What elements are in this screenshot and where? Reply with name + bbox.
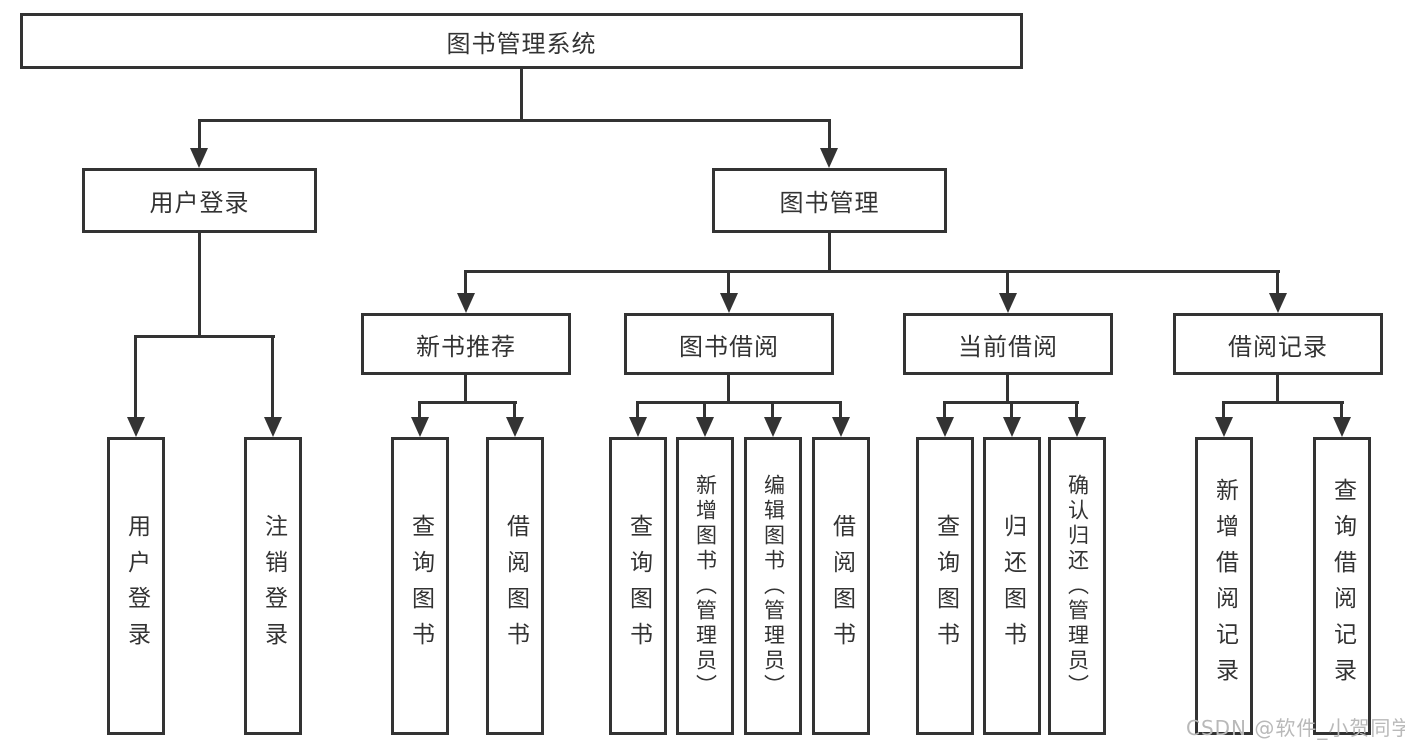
node-logout: 注销登录 — [244, 437, 302, 735]
arrowhead — [1269, 293, 1287, 313]
arrowhead — [1003, 417, 1021, 437]
connector-line — [1340, 401, 1343, 419]
connector-line — [1276, 270, 1279, 295]
connector-line — [839, 401, 842, 419]
node-borrow-books-2: 借阅图书 — [812, 437, 870, 735]
arrowhead — [629, 417, 647, 437]
connector-line — [198, 119, 831, 122]
node-query-books-2: 查询图书 — [609, 437, 667, 735]
connector-line — [134, 335, 137, 419]
connector-line — [1006, 270, 1009, 295]
arrowhead — [264, 417, 282, 437]
connector-line — [636, 401, 639, 419]
connector-line — [418, 401, 517, 404]
connector-line — [636, 401, 842, 404]
arrowhead — [820, 148, 838, 168]
connector-line — [727, 375, 730, 404]
node-confirm-return-admin: 确认归还（管理员） — [1048, 437, 1106, 735]
connector-line — [771, 401, 774, 419]
node-library-management-system: 图书管理系统 — [20, 13, 1023, 69]
arrowhead — [999, 293, 1017, 313]
connector-line — [520, 69, 523, 122]
arrowhead — [411, 417, 429, 437]
connector-line — [1010, 401, 1013, 419]
connector-line — [464, 270, 467, 295]
arrowhead — [506, 417, 524, 437]
connector-line — [943, 401, 946, 419]
connector-line — [464, 270, 1280, 273]
csdn-watermark: CSDN @软件_小贺同学 — [1186, 716, 1405, 740]
node-return-books: 归还图书 — [983, 437, 1041, 735]
node-user-login-group: 用户登录 — [82, 168, 317, 233]
arrowhead — [832, 417, 850, 437]
node-book-management: 图书管理 — [712, 168, 947, 233]
node-borrow-records: 借阅记录 — [1173, 313, 1383, 375]
connector-line — [828, 233, 831, 273]
node-borrow-books-1: 借阅图书 — [486, 437, 544, 735]
connector-line — [418, 401, 421, 419]
arrowhead — [936, 417, 954, 437]
connector-line — [1222, 401, 1225, 419]
node-add-borrow-record: 新增借阅记录 — [1195, 437, 1253, 735]
connector-line — [1276, 375, 1279, 404]
connector-line — [703, 401, 706, 419]
connector-line — [1075, 401, 1078, 419]
node-query-books-1: 查询图书 — [391, 437, 449, 735]
connector-line — [134, 335, 275, 338]
arrowhead — [1068, 417, 1086, 437]
arrowhead — [190, 148, 208, 168]
connector-line — [198, 233, 201, 338]
connector-line — [513, 401, 516, 419]
node-user-login: 用户登录 — [107, 437, 165, 735]
arrowhead — [1333, 417, 1351, 437]
arrowhead — [696, 417, 714, 437]
node-book-borrow: 图书借阅 — [624, 313, 834, 375]
connector-line — [1006, 375, 1009, 404]
connector-line — [1222, 401, 1344, 404]
connector-line — [727, 270, 730, 295]
arrowhead — [1215, 417, 1233, 437]
connector-line — [464, 375, 467, 404]
node-query-borrow-record: 查询借阅记录 — [1313, 437, 1371, 735]
node-add-books-admin: 新增图书（管理员） — [676, 437, 734, 735]
arrowhead — [127, 417, 145, 437]
connector-line — [198, 119, 201, 150]
node-current-borrow: 当前借阅 — [903, 313, 1113, 375]
connector-line — [271, 335, 274, 419]
node-query-books-3: 查询图书 — [916, 437, 974, 735]
arrowhead — [457, 293, 475, 313]
arrowhead — [720, 293, 738, 313]
arrowhead — [764, 417, 782, 437]
node-new-book-recommend: 新书推荐 — [361, 313, 571, 375]
node-edit-books-admin: 编辑图书（管理员） — [744, 437, 802, 735]
connector-line — [828, 119, 831, 150]
